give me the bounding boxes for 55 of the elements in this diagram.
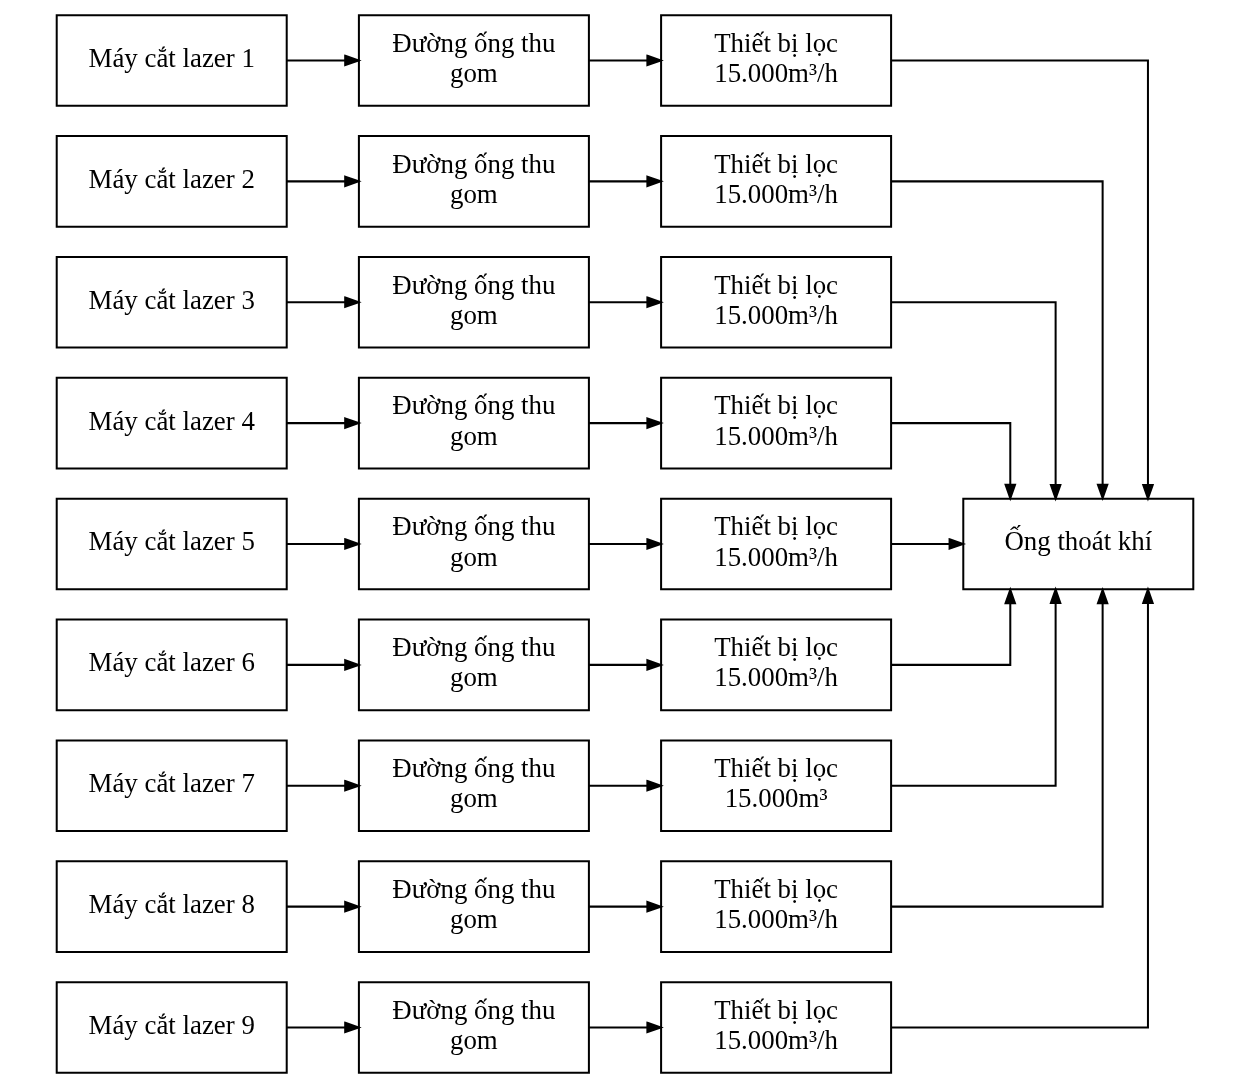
arrow [588,296,664,309]
node-box: Đường ống thu gom [357,497,590,591]
node-box: Thiết bị lọc 15.000m³/h [659,14,892,107]
node-box: Đường ống thu gom [357,376,590,470]
arrow [588,1021,664,1034]
arrow [588,900,664,913]
node-box: Đường ống thu gom [357,14,590,107]
node-box: Máy cắt lazer 6 [55,618,288,712]
node-box: Máy cắt lazer 3 [55,255,288,349]
node-box: Thiết bị lọc 15.000m³/h [659,135,892,228]
node-box: Đường ống thu gom [357,135,590,228]
arrow [286,900,362,913]
node-box: Thiết bị lọc 15.000m³/h [659,981,892,1074]
arrow [890,586,1062,787]
arrow [286,54,362,67]
arrow [588,779,664,792]
arrow [286,779,362,792]
node-box: Thiết bị lọc 15.000m³/h [659,618,892,712]
arrow [890,59,1154,502]
arrow [286,537,362,551]
arrow [588,54,664,67]
node-box: Đường ống thu gom [357,255,590,349]
arrow [890,180,1109,502]
node-box: Đường ống thu gom [357,981,590,1074]
arrow [286,417,362,430]
node-box: Máy cắt lazer 4 [55,376,288,470]
node-box: Máy cắt lazer 8 [55,860,288,953]
node-box: Đường ống thu gom [357,618,590,712]
arrow [588,175,664,188]
arrow [286,658,362,671]
node-box: Máy cắt lazer 2 [55,135,288,228]
node-box: Thiết bị lọc 15.000m³/h [659,497,892,591]
node-box: Đường ống thu gom [357,860,590,953]
node-box: Thiết bị lọc 15.000m³/h [659,255,892,349]
arrow [588,658,664,671]
arrow [890,586,1154,1029]
node-box: Ống thoát khí [961,497,1194,591]
node-box: Máy cắt lazer 7 [55,739,288,833]
arrow [890,586,1016,666]
arrow [890,586,1109,908]
node-box: Máy cắt lazer 5 [55,497,288,591]
arrow [286,296,362,309]
arrow [588,537,664,551]
arrow [286,1021,362,1034]
node-box: Máy cắt lazer 9 [55,981,288,1074]
node-box: Thiết bị lọc 15.000m³ [659,739,892,833]
arrow [890,422,1016,502]
node-box: Máy cắt lazer 1 [55,14,288,107]
arrow [890,537,966,551]
arrow [588,417,664,430]
node-box: Thiết bị lọc 15.000m³/h [659,376,892,470]
arrow [286,175,362,188]
node-box: Đường ống thu gom [357,739,590,833]
node-box: Thiết bị lọc 15.000m³/h [659,860,892,953]
arrow [890,301,1062,502]
